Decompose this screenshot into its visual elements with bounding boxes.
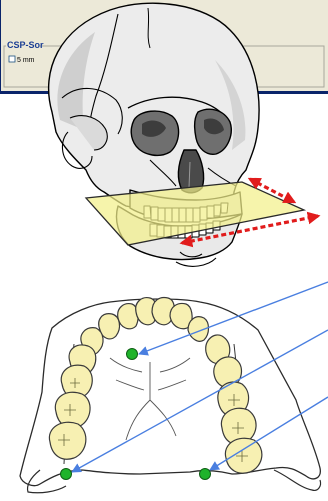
left-molar-point-marker [61,469,72,480]
checkbox-icon[interactable] [9,56,15,62]
dental-arch [20,298,321,493]
right-molar-point-marker [200,469,211,480]
incisal-point-marker [127,349,138,360]
option-label: 5 mm [17,57,35,64]
group-box-label: CSP-Sor [7,40,44,50]
